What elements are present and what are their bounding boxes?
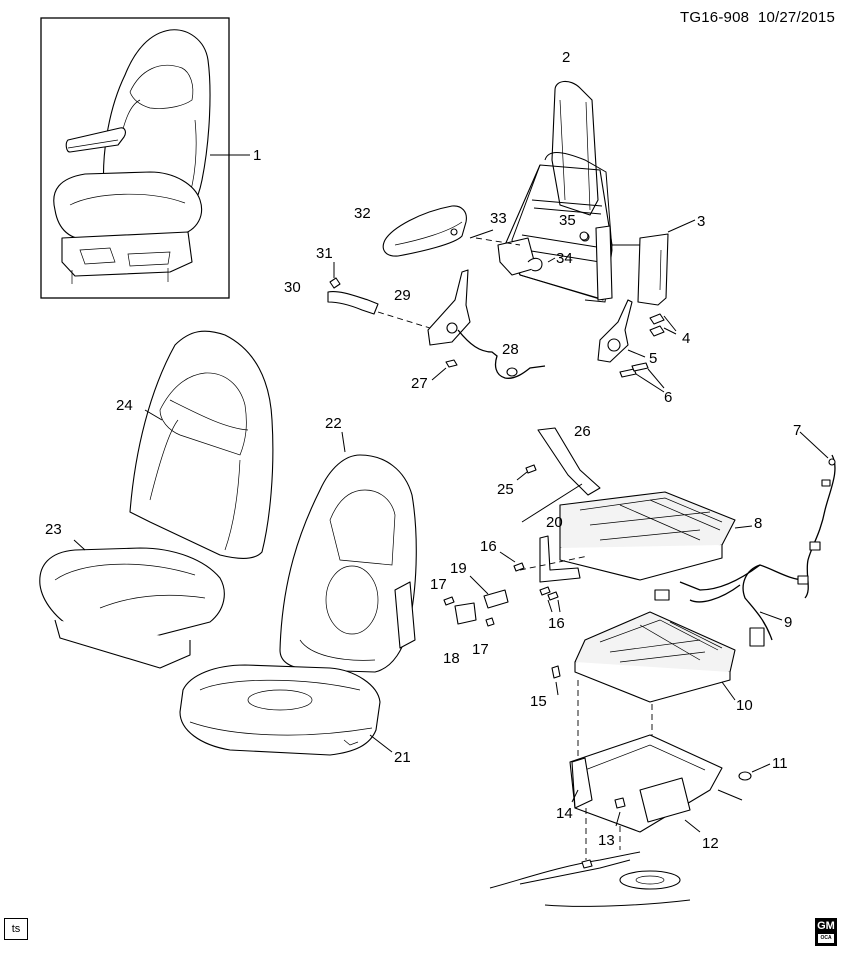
gm-mark: GM — [817, 920, 835, 932]
callout-15: 15 — [530, 693, 547, 710]
callout-10: 10 — [736, 697, 753, 714]
recliner-right — [597, 299, 677, 393]
callout-28: 28 — [502, 341, 519, 358]
callout-11: 11 — [772, 755, 788, 772]
callout-4: 4 — [682, 330, 690, 347]
callout-12: 12 — [702, 835, 719, 852]
callout-labels: 1 2 3 4 5 6 7 8 9 10 11 12 13 14 15 16 1… — [45, 49, 801, 852]
callout-7: 7 — [793, 422, 801, 439]
callout-17-right: 17 — [472, 641, 489, 658]
callout-19: 19 — [450, 560, 467, 577]
callout-35: 35 — [559, 212, 576, 229]
seat-cushion-pad — [179, 664, 393, 756]
side-bracket — [443, 535, 589, 627]
callout-16-lower: 16 — [548, 615, 565, 632]
armrest-assembly — [382, 205, 589, 272]
callout-5: 5 — [649, 350, 657, 367]
callout-17-left: 17 — [430, 576, 447, 593]
callout-26: 26 — [574, 423, 591, 440]
ts-box: ts — [4, 918, 28, 940]
callout-34: 34 — [556, 250, 573, 267]
callout-16-upper: 16 — [480, 538, 497, 555]
callout-2: 2 — [562, 49, 570, 66]
callout-8: 8 — [754, 515, 762, 532]
diagram-header: TG16-908 10/27/2015 — [680, 9, 835, 26]
seat-back-frame — [497, 80, 613, 303]
side-pad — [612, 219, 696, 306]
callout-30: 30 — [284, 279, 301, 296]
recliner-left — [327, 262, 546, 381]
seat-riser — [569, 734, 771, 860]
cushion-frame — [516, 427, 753, 581]
callout-32: 32 — [354, 205, 371, 222]
callout-14: 14 — [556, 805, 573, 822]
callout-31: 31 — [316, 245, 333, 262]
callout-20: 20 — [546, 514, 563, 531]
callout-18: 18 — [443, 650, 460, 667]
seat-back-cover — [129, 330, 274, 559]
callout-23: 23 — [45, 521, 62, 538]
document-id: TG16-908 — [680, 9, 750, 26]
document-date: 10/27/2015 — [757, 9, 835, 26]
callout-13: 13 — [598, 832, 615, 849]
callout-1: 1 — [253, 147, 261, 164]
floor-pan — [489, 851, 691, 907]
oca-mark: OCA — [818, 934, 834, 943]
callout-29: 29 — [394, 287, 411, 304]
callout-22: 22 — [325, 415, 342, 432]
callout-25: 25 — [497, 481, 514, 498]
callout-6: 6 — [664, 389, 672, 406]
callout-27: 27 — [411, 375, 428, 392]
callout-33: 33 — [490, 210, 507, 227]
callout-9: 9 — [784, 614, 792, 631]
seat-back-pad — [279, 431, 417, 673]
gm-logo: GM OCA — [815, 918, 837, 946]
callout-3: 3 — [697, 213, 705, 230]
callout-21: 21 — [394, 749, 411, 766]
seat-adjuster — [551, 611, 736, 788]
wiring-harness — [654, 431, 836, 647]
complete-seat-assembly — [40, 17, 250, 299]
seat-cushion-cover — [39, 539, 225, 669]
callout-24: 24 — [116, 397, 133, 414]
